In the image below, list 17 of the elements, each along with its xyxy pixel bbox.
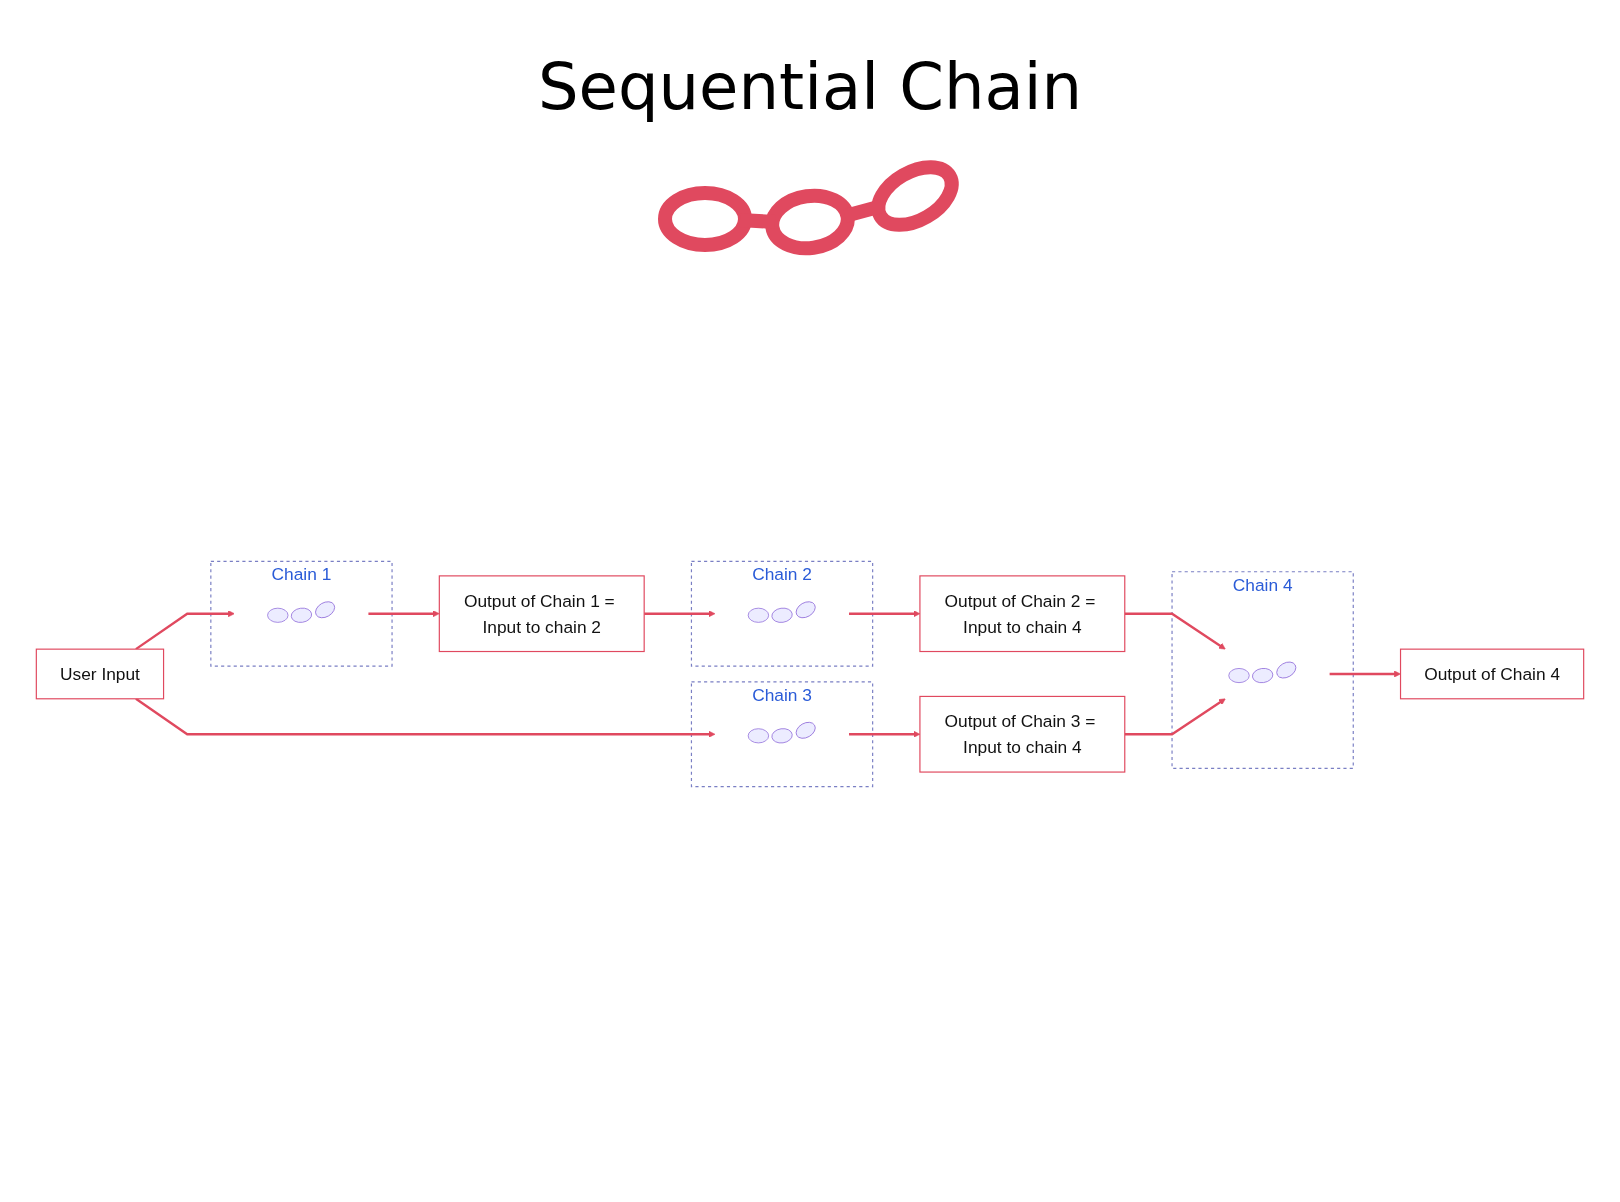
arrow [1124, 612, 1226, 650]
arrow [644, 610, 716, 618]
cluster: Chain 1 [210, 560, 393, 667]
node-box: Output of Chain 1 = Input to chain 2 [438, 575, 645, 653]
cluster: Chain 4 [1171, 571, 1354, 769]
node-box: User Input [35, 648, 165, 700]
arrow [1124, 698, 1226, 736]
diagram-title: Sequential Chain [537, 50, 1083, 124]
arrow [1329, 670, 1401, 678]
arrow [368, 610, 440, 618]
node-box: Output of Chain 4 [1399, 648, 1585, 700]
node-box: Output of Chain 3 = Input to chain 4 [919, 695, 1126, 773]
cluster: Chain 3 [690, 681, 874, 788]
arrow [135, 697, 716, 738]
cluster: Chain 2 [690, 560, 874, 667]
arrow [135, 610, 235, 651]
node-box: Output of Chain 2 = Input to chain 4 [919, 575, 1126, 653]
